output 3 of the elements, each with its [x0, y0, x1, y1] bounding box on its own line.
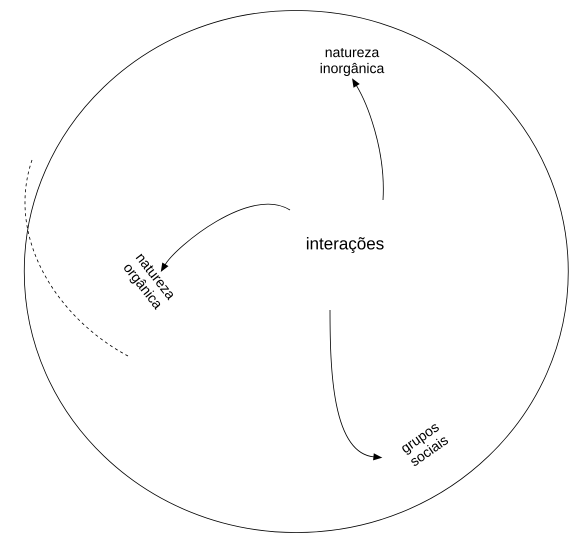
concept-label: natureza inorgânica [320, 48, 384, 76]
concept-label: interações [306, 237, 384, 253]
circle-outline [24, 10, 569, 533]
